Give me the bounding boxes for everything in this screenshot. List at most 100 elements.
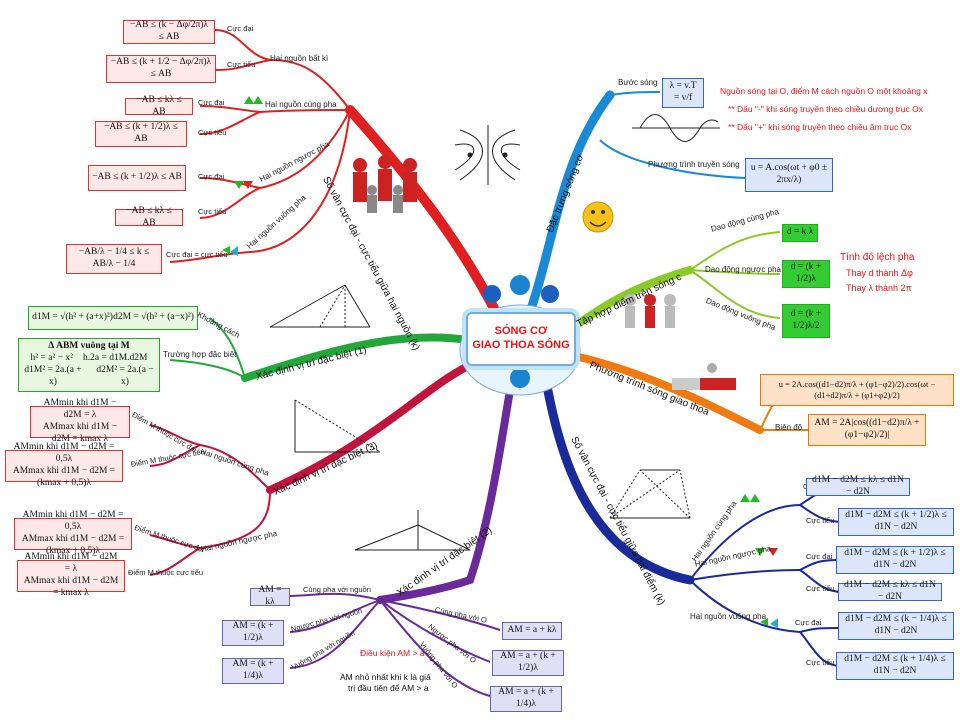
label-cuc-dai-1: Cực đại [227, 24, 254, 33]
formula-khoang-cach: d1M = √(h² + (a+x)²) d2M = √(h² + (a−x)²… [28, 306, 198, 330]
label-bien-do: Biên độ [775, 423, 803, 432]
formula-r4: d1M − d2M ≤ kλ ≤ d1N − d2N [838, 580, 942, 602]
note-thay2: Thay λ thành 2π [846, 283, 912, 293]
label-lr-vuong-pha: Hai nguồn vuông pha [690, 612, 767, 621]
formula-nguoc-pha-ct: −AB ≤ kλ ≤ AB [115, 206, 183, 228]
note-nguon-song: Nguồn sóng tại O, điểm M cách nguồn O mộ… [720, 86, 928, 96]
formula-a3: AMmin khi d1M − d2M = 0,5λ [13, 442, 115, 465]
label-dd-nguoc: Dao động ngược pha [705, 265, 781, 274]
formula-c3: d = (k + 1/2)λ/2 [782, 304, 830, 338]
label-pt-truyen: Phương trình truyền sóng [648, 160, 740, 169]
people-figure [353, 155, 417, 213]
abm-box: Δ ABM vuông tại M h² = a² − x² h.2a = d1M… [18, 338, 160, 392]
label-cuc-dai-3: Cực đại [198, 172, 225, 181]
label-hai-nguon-cung-pha: Hai nguồn cùng pha [265, 100, 337, 109]
wave-figure [632, 114, 720, 142]
label-cuc-tieu-2: Cực tiểu [198, 128, 227, 137]
arrow-icons [222, 96, 778, 628]
branch-purple [376, 374, 516, 604]
formula-c1: d = k.λ [782, 224, 818, 242]
branch-navy [540, 370, 695, 585]
formula-buoc-song: λ = v.T = v/f [662, 78, 704, 108]
label-cp-nguon: Cùng pha với nguồn [303, 585, 371, 594]
formula-cung-pha-ct: −AB ≤ (k + 1/2)λ ≤ AB [95, 121, 187, 147]
label-cd-ct: Cực đại = cực tiểu [166, 250, 228, 259]
branch-lime [566, 266, 694, 334]
box-cd-cung-pha: AMmin khi d1M − d2M = λ AMmax khi d1M − … [30, 398, 130, 444]
formula-b3: AM = (k + 1/4)λ [222, 658, 284, 684]
formula-b6: AM = a + (k + 1/4)λ [490, 686, 562, 712]
label-cuc-tieu-1: Cực tiểu [227, 60, 256, 69]
note-tinh: Tính độ lệch pha [840, 252, 915, 263]
label-lr-ct-3: Cực tiểu [806, 658, 835, 667]
formula-b1: AM = kλ [250, 585, 290, 607]
center-line2: GIAO THOA SÓNG [472, 339, 570, 351]
formula-d2m: d2M = √(h² + (a−x)²) [113, 312, 194, 323]
formula-cung-pha-cd: −AB ≤ kλ ≤ AB [125, 95, 193, 117]
label-buoc-song: Bước sóng [618, 78, 658, 87]
formula-r1: d1M − d2M ≤ kλ ≤ d1N − d2N [806, 475, 910, 497]
formula-bat-ki-ct: −AB ≤ (k + 1/2 − Δφ/2π)λ ≤ AB [106, 55, 216, 83]
note-thay1: Thay d thành Δφ [846, 268, 913, 278]
label-lr-ct-2: Cực tiểu [806, 584, 835, 593]
formula-r2: d1M − d2M ≤ (k + 1/2)λ ≤ d1N − d2N [838, 508, 954, 536]
formula-vuong-pha: −AB/λ − 1/4 ≤ k ≤ AB/λ − 1/4 [66, 244, 162, 274]
label-dieu-kien: Điều kiện AM > a [360, 648, 425, 658]
formula-a2: AMmax khi d1M − d2M = kmax λ [42, 422, 118, 444]
triangle-figure-2 [354, 510, 471, 551]
abm-title: Δ ABM vuông tại M [48, 341, 130, 352]
formula-a6: AMmax khi d1M − d2M = (kmax + 0,5)λ [21, 534, 125, 556]
branch-blue [525, 90, 615, 317]
formula-pt-truyen: u = A.cos(ωt + φ0 ± 2πx/λ) [745, 158, 833, 192]
formula-b5: AM = a + (k + 1/2)λ [492, 650, 564, 676]
label-lr-cd-3: Cực đại [795, 618, 822, 627]
formula-b4: AM = a + kλ [502, 622, 562, 640]
formula-c2: d = (k + 1/2)λ [782, 260, 830, 288]
label-lr-cd-2: Cực đại [806, 552, 833, 561]
team-figure [624, 294, 676, 328]
formula-a4: AMmax khi d1M − d2M = (kmax + 0,5)λ [12, 466, 116, 488]
puzzle-figure [672, 363, 736, 390]
branch-red [345, 105, 505, 325]
triangle-figure-3 [294, 399, 381, 453]
branch-crimson [266, 361, 474, 494]
note-line1: AM nhỏ nhất khi k là giá [340, 672, 431, 682]
box-cd-nguoc-pha: AMmin khi d1M − d2M = 0,5λ AMmax khi d1M… [14, 510, 132, 556]
label-lr-ct-1: Cực tiểu [806, 516, 835, 525]
hyperbola-figure [454, 125, 521, 185]
center-line1: SÓNG CƠ [494, 325, 548, 338]
triangle-figure-1 [269, 284, 371, 328]
box-ct-nguoc-pha: AMmin khi d1M − d2M = λ AMmax khi d1M − … [17, 552, 125, 598]
label-diem-ct-2: Điểm M thuộc cực tiểu [128, 568, 204, 577]
rect-figure [609, 469, 691, 519]
formula-b2: AM = (k + 1/2)λ [222, 620, 284, 646]
formula-r6: d1M − d2M ≤ (k + 1/4)λ ≤ d1N − d2N [836, 652, 954, 680]
abm-eq1: h² = a² − x² [30, 353, 73, 364]
formula-pt-main: u = 2A.cos((d1−d2)π/λ + (φ1−φ2)/2).cos(ω… [760, 374, 954, 406]
label-cuc-dai-2: Cực đại [198, 98, 225, 107]
note-dau-cong: ** Dấu "+" khi sóng truyền theo chiều âm… [728, 122, 912, 132]
formula-nguoc-pha-cd: −AB ≤ (k + 1/2)λ ≤ AB [88, 165, 186, 191]
abm-eq2: h.2a = d1M.d2M [83, 353, 148, 364]
formula-a1: AMmin khi d1M − d2M = λ [43, 398, 117, 421]
label-hai-nguon-bat-ki: Hai nguồn bất kì [270, 54, 329, 63]
formula-a7: AMmin khi d1M − d2M = λ [24, 552, 118, 575]
note-line2: trị đầu tiên để AM > a [348, 683, 429, 693]
abm-eq3: d1M² = 2a.(a + x) [24, 365, 82, 387]
center-title: SÓNG CƠ GIAO THOA SÓNG [466, 312, 576, 366]
note-dau-tru: ** Dấu "-" khi sóng truyền theo chiều dư… [728, 104, 923, 114]
formula-bat-ki-cd: −AB ≤ (k − Δφ/2π)λ ≤ AB [123, 20, 215, 44]
box-ct-cung-pha: AMmin khi d1M − d2M = 0,5λ AMmax khi d1M… [5, 442, 123, 488]
smiley-figure [582, 201, 614, 233]
formula-bien-do: AM = 2A|cos((d1−d2)π/λ + (φ1−φ2)/2)| [808, 414, 926, 446]
formula-d1m: d1M = √(h² + (a+x)²) [32, 312, 113, 323]
branch-green [241, 333, 472, 382]
abm-eq4: d2M² = 2a.(a − x) [96, 365, 154, 387]
formula-r5: d1M − d2M ≤ (k − 1/4)λ ≤ d1N − d2N [838, 612, 954, 640]
label-cuc-tieu-3: Cực tiểu [198, 207, 227, 216]
formula-a5: AMmin khi d1M − d2M = 0,5λ [22, 510, 124, 533]
branch-orange [566, 351, 764, 434]
formula-a8: AMmax khi d1M − d2M = kmax λ [23, 576, 119, 598]
label-truong-hop: Trường hợp đặc biệt [163, 350, 237, 359]
formula-r3: d1M − d2M ≤ (k + 1/2)λ ≤ d1N − d2N [836, 546, 954, 574]
